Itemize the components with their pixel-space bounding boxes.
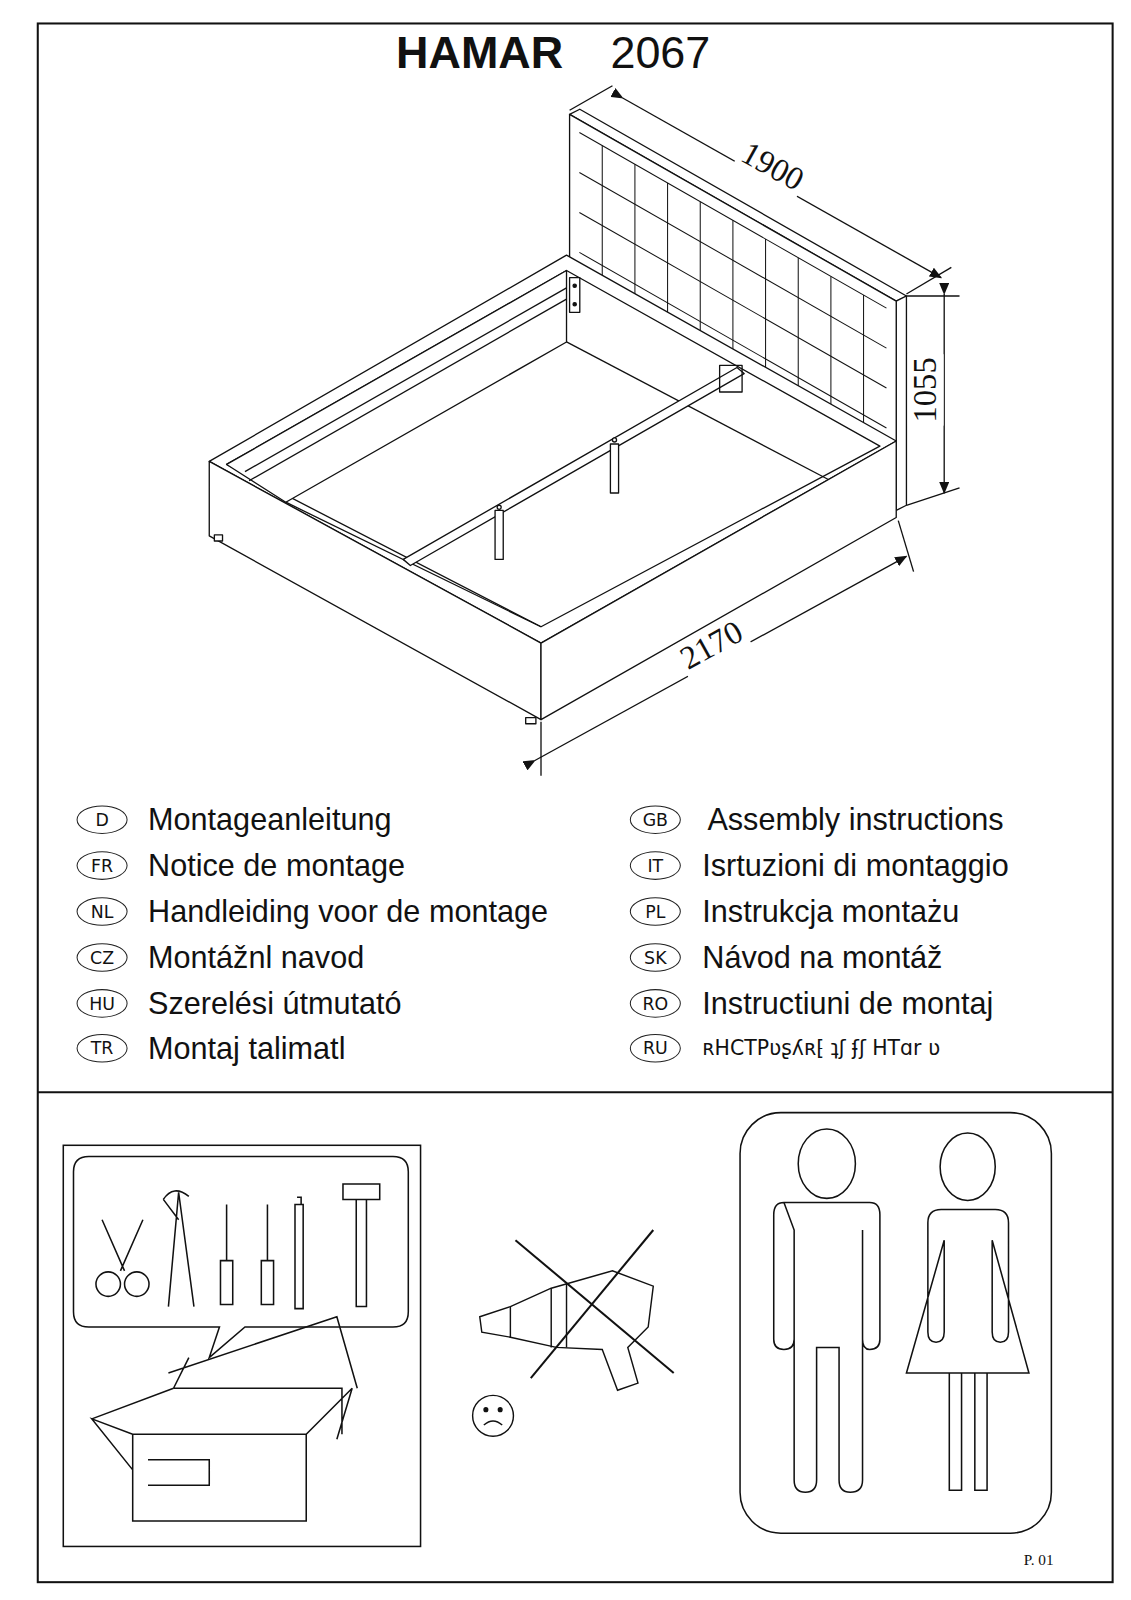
language-label: Handleiding voor de montage xyxy=(148,895,548,929)
language-label: Montaj talimatl xyxy=(148,1031,345,1065)
code-text: SK xyxy=(644,947,666,967)
code-text: IT xyxy=(647,855,663,875)
page-frame xyxy=(38,23,1113,1582)
side-rail xyxy=(249,299,566,481)
language-label: Montageanleitung xyxy=(148,803,391,837)
toolbox-panel xyxy=(63,1145,420,1546)
hammer xyxy=(343,1184,380,1306)
code-text: RO xyxy=(642,993,668,1013)
language-code: GB xyxy=(630,805,681,834)
headboard-side xyxy=(896,296,906,510)
frame-side xyxy=(541,441,896,720)
language-label: Notice de montage xyxy=(148,849,405,883)
frame-front xyxy=(209,461,541,719)
sad-face xyxy=(473,1395,514,1436)
language-code: TR xyxy=(77,1034,128,1063)
man-figure xyxy=(774,1202,880,1492)
screwdriver xyxy=(220,1204,232,1304)
code-text: PL xyxy=(645,901,665,921)
bed-drawing xyxy=(209,109,906,723)
language-code: FR xyxy=(77,851,128,880)
code-text: TR xyxy=(91,1038,114,1058)
language-label: Montážnl navod xyxy=(148,941,364,975)
code-text: FR xyxy=(91,855,113,875)
model-number: 2067 xyxy=(610,29,710,78)
language-label: Isrtuzioni di montaggio xyxy=(702,849,1008,883)
dimension-label: 1900 xyxy=(733,133,813,199)
language-code: CZ xyxy=(77,943,128,972)
drill xyxy=(480,1271,654,1390)
language-code: IT xyxy=(630,851,681,880)
language-label: Instructiuni de montaj xyxy=(702,987,993,1021)
language-code: RO xyxy=(630,989,681,1018)
language-code: D xyxy=(77,805,128,834)
title: HAMAR xyxy=(396,29,563,78)
code-text: GB xyxy=(643,809,668,829)
code-text: D xyxy=(95,809,108,829)
pincers xyxy=(163,1191,194,1307)
language-label: Návod na montáž xyxy=(702,941,942,975)
no-drill-symbol xyxy=(473,1230,674,1436)
chisel xyxy=(295,1197,303,1308)
dimension-label: 1055 xyxy=(908,354,944,425)
language-label: ʀHCTPʋʂʎʀ⁅ ʇʃ ʄʃ HTɑr ʋ xyxy=(702,1037,940,1059)
screwdriver xyxy=(261,1204,273,1304)
code-text: RU xyxy=(643,1038,668,1058)
beam-leg xyxy=(495,510,503,559)
language-code: HU xyxy=(77,989,128,1018)
code-text: HU xyxy=(89,993,115,1013)
language-label: Szerelési útmutató xyxy=(148,987,402,1021)
language-code: RU xyxy=(630,1034,681,1063)
beam-leg xyxy=(610,444,618,493)
floor-edge xyxy=(567,342,829,480)
language-label: Instrukcja montażu xyxy=(702,895,959,929)
two-persons-symbol xyxy=(740,1113,1051,1534)
page-number: P. 01 xyxy=(1024,1552,1054,1569)
code-text: NL xyxy=(91,901,114,921)
language-label: Assembly instructions xyxy=(707,803,1003,837)
scissors xyxy=(102,1220,143,1271)
inner-wall xyxy=(227,271,567,503)
language-code: PL xyxy=(630,897,681,926)
side-rail xyxy=(245,288,567,472)
language-code: SK xyxy=(630,943,681,972)
beam-bracket xyxy=(720,365,742,392)
code-text: CZ xyxy=(90,947,114,967)
language-code: NL xyxy=(77,897,128,926)
center-beam xyxy=(403,367,744,565)
bracket xyxy=(570,278,580,313)
woman-figure xyxy=(906,1210,1028,1491)
toolbox xyxy=(92,1317,357,1521)
dimension-lines xyxy=(535,86,960,776)
